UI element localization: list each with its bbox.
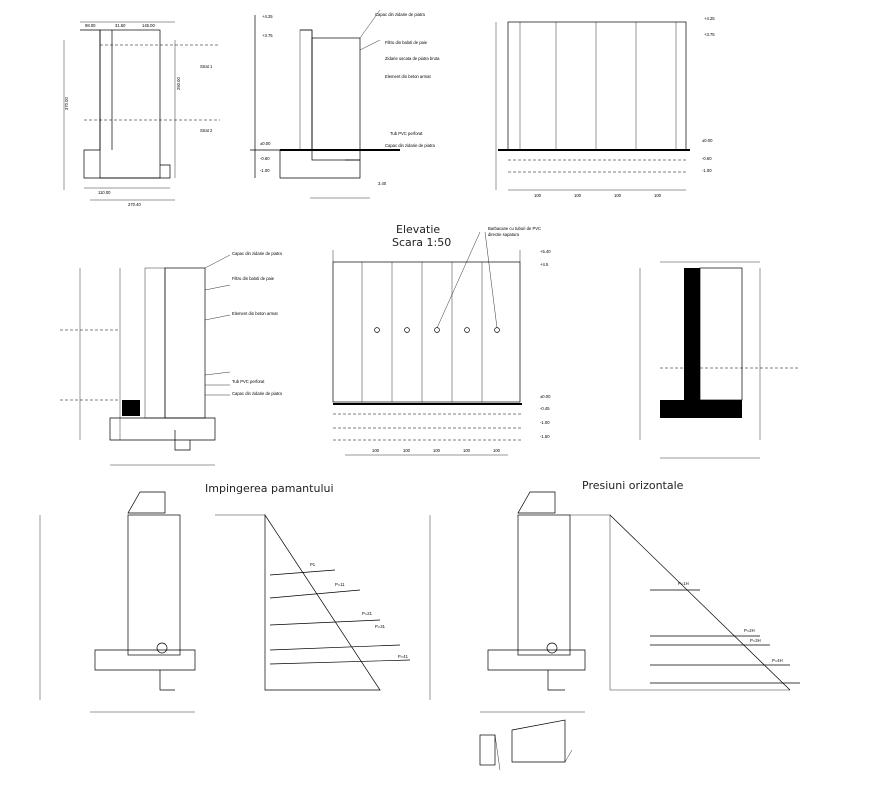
note-reinforced-2: Element din beton armat: [232, 311, 278, 316]
level-45: +4.5: [540, 262, 549, 267]
span-label: 100: [654, 193, 662, 198]
note-pvc: Tub PVC perforat: [390, 131, 423, 136]
title-horizontal-pressures: Presiuni orizontale: [582, 479, 684, 492]
level-000: ±0.00: [260, 141, 271, 146]
level-000-b: ±0.00: [702, 138, 713, 143]
note-drain: Barbacane cu tuburi de PVC: [488, 226, 541, 231]
svg-text:250.00: 250.00: [176, 77, 181, 90]
svg-text:145.00: 145.00: [142, 23, 155, 28]
note-masonry: Zidarie uscata de piatra bruta: [385, 56, 440, 61]
stratum2-label: Strat 2: [200, 128, 213, 133]
svg-text:270.40: 270.40: [128, 202, 141, 207]
earth-push-diagram: P1 P=11 P=21 P=31 P=41: [39, 491, 411, 713]
level-375-b: +3.75: [704, 32, 715, 37]
svg-text:110.00: 110.00: [98, 190, 111, 195]
section-view-middle: Capac din zidarie de piatra Filtru din b…: [60, 251, 282, 466]
force-p3: P=31: [375, 624, 386, 629]
span-label: 100: [433, 448, 441, 453]
level-000-c: ±0.00: [540, 394, 551, 399]
level-060: -0.60: [260, 156, 270, 161]
svg-text:370.00: 370.00: [64, 97, 69, 110]
level-375: +3.75: [262, 33, 273, 38]
force-p1: P1: [310, 562, 316, 567]
level-425-b: +4.25: [704, 16, 715, 21]
span-label: 100: [403, 448, 411, 453]
level-340: 3.40: [378, 181, 387, 186]
stratum1-label: Strat 1: [200, 64, 213, 69]
horizontal-pressures-diagram: P=1H P=2H P=3H P=4H: [429, 491, 800, 713]
force-h2: P=2H: [744, 628, 755, 633]
note-reinforced: Element din beton armat: [385, 74, 431, 79]
span-label: 100: [574, 193, 582, 198]
section-view-masonry: +4.25 +3.75 ±0.00 -0.60 -1.00 3.40 Capac…: [250, 9, 440, 199]
level-150: -1.50: [540, 434, 550, 439]
force-h4: P=4H: [772, 658, 783, 663]
level-100-b: -1.00: [702, 168, 712, 173]
force-p2: P=21: [362, 611, 373, 616]
note-filter: Filtru din baloti de paie: [385, 40, 428, 45]
span-label: 100: [534, 193, 542, 198]
force-h1: P=1H: [678, 581, 689, 586]
note-top-cap-2: Capac din zidarie de piatra: [232, 251, 282, 256]
title-elevation: Elevatie: [396, 223, 440, 236]
note-drain-cap-2: Capac din zidarie de piatra: [232, 391, 282, 396]
force-h3: P=3H: [750, 638, 761, 643]
note-filter-2: Filtru din baloti de paie: [232, 276, 275, 281]
level-060-b: -0.60: [702, 156, 712, 161]
svg-text:98.00: 98.00: [85, 23, 96, 28]
section-view-concrete: [639, 261, 800, 459]
note-top-cap: Capac din zidarie de piatra: [375, 12, 425, 17]
span-label: 100: [463, 448, 471, 453]
span-label: 100: [614, 193, 622, 198]
force-p4: P=41: [398, 654, 409, 659]
span-label: 100: [493, 448, 501, 453]
span-label: 100: [372, 448, 380, 453]
elevation-view-top: +4.25 +3.75 ±0.00 -0.60 -1.00 100 100 10…: [495, 16, 715, 198]
level-045: -0.45: [540, 406, 550, 411]
small-detail: [479, 719, 573, 771]
level-540: +5.40: [540, 249, 551, 254]
elevation-view-middle: Barbacane cu tuburi de PVC directie sapa…: [332, 226, 551, 456]
level-100-c: -1.00: [540, 420, 550, 425]
force-p1b: P=11: [335, 582, 345, 587]
svg-text:31.50: 31.50: [115, 23, 126, 28]
note-pvc-2: Tub PVC perforat: [232, 379, 265, 384]
level-100: -1.00: [260, 168, 270, 173]
level-425: +4.25: [262, 14, 273, 19]
note-drain-cap: Capac din zidarie de piatra: [385, 143, 435, 148]
title-scale: Scara 1:50: [392, 236, 451, 249]
note-soil-dir: directie sapatura: [488, 232, 520, 237]
title-earth-push: Impingerea pamantului: [205, 482, 334, 495]
